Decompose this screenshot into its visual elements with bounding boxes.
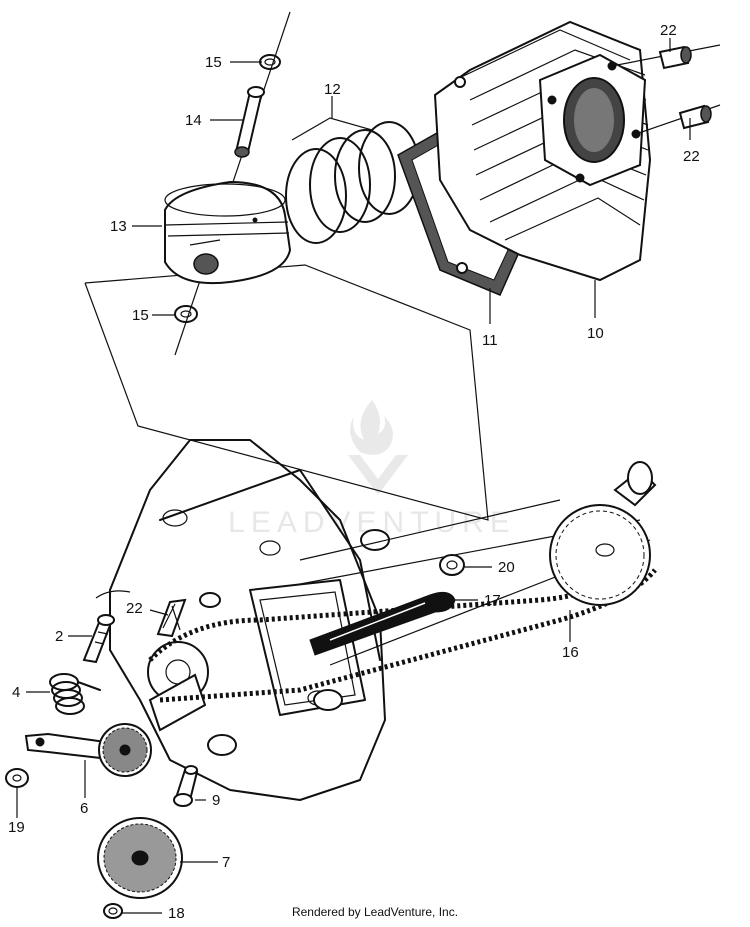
- dowel-pin-22-crankcase: [156, 598, 187, 638]
- bolt-2: [82, 614, 115, 664]
- callout-22-top: 22: [660, 22, 677, 39]
- cam-sprocket: [147, 641, 209, 732]
- callout-11: 11: [482, 332, 498, 349]
- piston-rings-12: [285, 117, 420, 244]
- circlip-15-top: [259, 54, 281, 70]
- callout-17: 17: [484, 592, 501, 609]
- callout-10: 10: [587, 325, 604, 342]
- watermark-v-icon: [348, 455, 408, 495]
- callout-6: 6: [80, 800, 88, 817]
- callout-22-right: 22: [683, 148, 700, 165]
- callout-18: 18: [168, 905, 185, 922]
- crank-sprocket: [549, 461, 657, 606]
- callout-labels: 15 14 12 13 15 22 22 11 10 22 2 4 20 17 …: [8, 22, 700, 922]
- tensioner-lever-6: [24, 723, 152, 777]
- callout-19: 19: [8, 819, 25, 836]
- callout-13: 13: [110, 218, 127, 235]
- circlip-15-bottom: [174, 305, 198, 323]
- footer-credit: Rendered by LeadVenture, Inc.: [291, 905, 459, 919]
- callout-4: 4: [12, 684, 20, 701]
- callout-9: 9: [212, 792, 220, 809]
- pin-9: [173, 765, 199, 807]
- circlip-18: [103, 903, 123, 919]
- washer-19: [5, 768, 29, 788]
- callout-14: 14: [185, 112, 202, 129]
- chain-tensioner-17: [309, 591, 456, 656]
- callout-12: 12: [324, 81, 341, 98]
- callout-15-top: 15: [205, 54, 222, 71]
- callout-15-bottom: 15: [132, 307, 149, 324]
- callout-16: 16: [562, 644, 579, 661]
- gear-7: [97, 817, 183, 899]
- callout-22-crankcase: 22: [126, 600, 143, 617]
- callout-7: 7: [222, 854, 230, 871]
- piston-13: [164, 180, 292, 285]
- watermark: LEADVENTURE: [228, 400, 510, 539]
- cylinder-10: [433, 20, 652, 282]
- dowel-pin-22-upper: [611, 44, 721, 70]
- spring-4: [49, 673, 101, 715]
- leader-lines: [16, 38, 691, 914]
- callout-20: 20: [498, 559, 515, 576]
- piston-group-frame: [84, 264, 489, 521]
- dowel-pin-22-lower: [635, 104, 721, 135]
- washer-20: [439, 554, 465, 576]
- callout-2: 2: [55, 628, 63, 645]
- watermark-flame-icon: [350, 400, 393, 455]
- piston-pin-14: [234, 86, 265, 158]
- crankcase: [95, 439, 390, 801]
